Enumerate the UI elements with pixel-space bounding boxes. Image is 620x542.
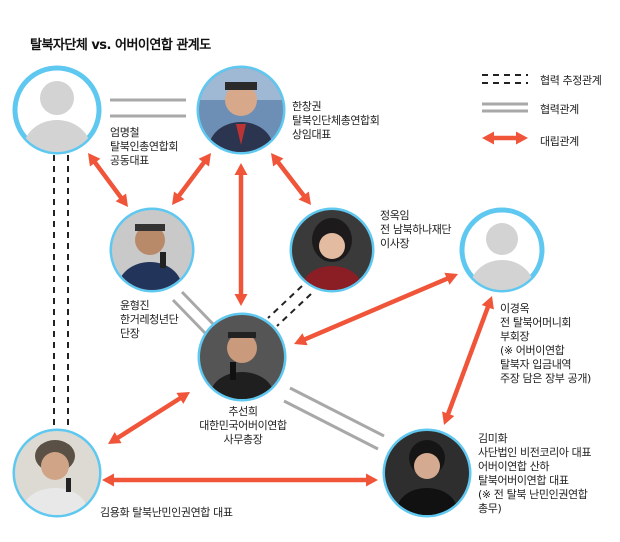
arrow-choo-kimyh [108, 392, 190, 444]
name-kimyh: 김용화 탈북난민인권연합 대표 [100, 506, 233, 519]
desc-choo-2: 사무총장 [223, 433, 263, 446]
desc-kimmh-5: 총무) [478, 502, 502, 515]
link-jeong-choo-b [276, 293, 312, 327]
desc-lee-2: 부회장 [500, 330, 530, 343]
node-yoon [109, 207, 195, 293]
legend-opposition-arrow [482, 131, 528, 145]
desc-han-1: 탈북인단체총연합회 [292, 114, 380, 127]
cooperation-links [110, 98, 385, 451]
desc-kimmh-4: (※ 전 탈북 난민인권연합 [478, 488, 588, 501]
desc-han-2: 상임대표 [292, 128, 331, 141]
name-kimmh: 김미화 [478, 432, 508, 445]
legend [482, 74, 528, 145]
link-choo-kimmh-b [283, 399, 379, 451]
desc-yoon-1: 한거레청년단 [120, 313, 179, 326]
desc-lee-3: (※ 어버이연합 [500, 344, 565, 357]
photo-choo [200, 315, 284, 399]
arrow-han-yoon [172, 153, 211, 205]
arrow-han-choo [234, 163, 248, 306]
opposition-links [88, 153, 494, 487]
label-jeong: 정옥임 전 남북하나재단 이사장 [380, 209, 452, 251]
desc-yoon-2: 단장 [120, 327, 140, 340]
arrow-choo-lee [294, 272, 458, 346]
photo-kimmh [385, 431, 469, 515]
photo-jeong [292, 210, 372, 290]
label-choo: 추선희 대한민국어버이연합 사무총장 [196, 405, 290, 447]
photo-han [199, 68, 283, 152]
link-jeong-choo-a [267, 285, 303, 319]
label-kimmh: 김미화 사단법인 비전코리아 대표 어버이연합 산하 탈북어버이연합 대표 (※… [478, 432, 592, 516]
desc-lee-1: 전 탈북어머니회 [500, 316, 572, 329]
node-kimyh [12, 428, 102, 518]
desc-choo-1: 대한민국어버이연합 [199, 419, 287, 432]
name-eom: 엄명철 [110, 126, 140, 139]
node-jeong [289, 207, 375, 293]
desc-eom-2: 공동대표 [110, 154, 149, 167]
legend-cooperation-label: 협력관계 [540, 103, 579, 116]
node-han [196, 65, 286, 155]
diagram-title: 탈북자단체 vs. 어버이연합 관계도 [30, 38, 211, 53]
node-kimmh [382, 428, 472, 518]
label-yoon: 윤형진 한거레청년단 단장 [120, 299, 179, 341]
person-silhouette-icon [23, 81, 91, 152]
estimated-links [53, 155, 312, 428]
desc-jeong-2: 이사장 [380, 237, 410, 250]
node-eom [12, 65, 102, 155]
desc-lee-4: 탈북자 입금내역 [500, 358, 572, 371]
label-lee: 이경옥 전 탈북어머니회 부회장 (※ 어버이연합 탈북자 입금내역 주장 담은… [500, 302, 591, 386]
desc-eom-1: 탈북인총연합회 [110, 140, 179, 153]
desc-kimmh-3: 탈북어버이연합 대표 [478, 474, 569, 487]
legend-estimated-label: 협력 추정관계 [540, 74, 602, 87]
link-yoon-choo-b [171, 298, 207, 335]
link-choo-kimmh-a [289, 386, 385, 438]
name-choo: 추선희 [228, 405, 258, 418]
label-han: 한창권 탈북인단체총연합회 상임대표 [292, 100, 380, 142]
link-yoon-choo-a [180, 290, 216, 327]
desc-kimmh-2: 어버이연합 산하 [478, 460, 550, 473]
name-han: 한창권 [292, 100, 322, 113]
arrow-han-jeong [271, 153, 311, 205]
desc-jeong-1: 전 남북하나재단 [380, 223, 452, 236]
person-silhouette-icon [470, 223, 534, 290]
desc-lee-5: 주장 담은 장부 공개) [500, 372, 591, 385]
node-choo [197, 312, 287, 402]
legend-opposition-label: 대립관계 [540, 135, 579, 148]
photo-yoon [112, 210, 192, 290]
photo-kimyh [15, 431, 99, 515]
name-jeong: 정옥임 [380, 209, 410, 222]
arrow-kimyh-kimmh [102, 473, 378, 487]
arrow-lee-kimmh [442, 296, 494, 425]
name-lee: 이경옥 [500, 302, 530, 315]
desc-kimmh-1: 사단법인 비전코리아 대표 [478, 446, 592, 459]
arrow-eom-yoon [88, 153, 128, 207]
label-eom: 엄명철 탈북인총연합회 공동대표 [110, 126, 178, 168]
node-lee [459, 207, 545, 293]
label-kimyh: 김용화 탈북난민인권연합 대표 [100, 506, 233, 520]
name-yoon: 윤형진 [120, 299, 150, 312]
